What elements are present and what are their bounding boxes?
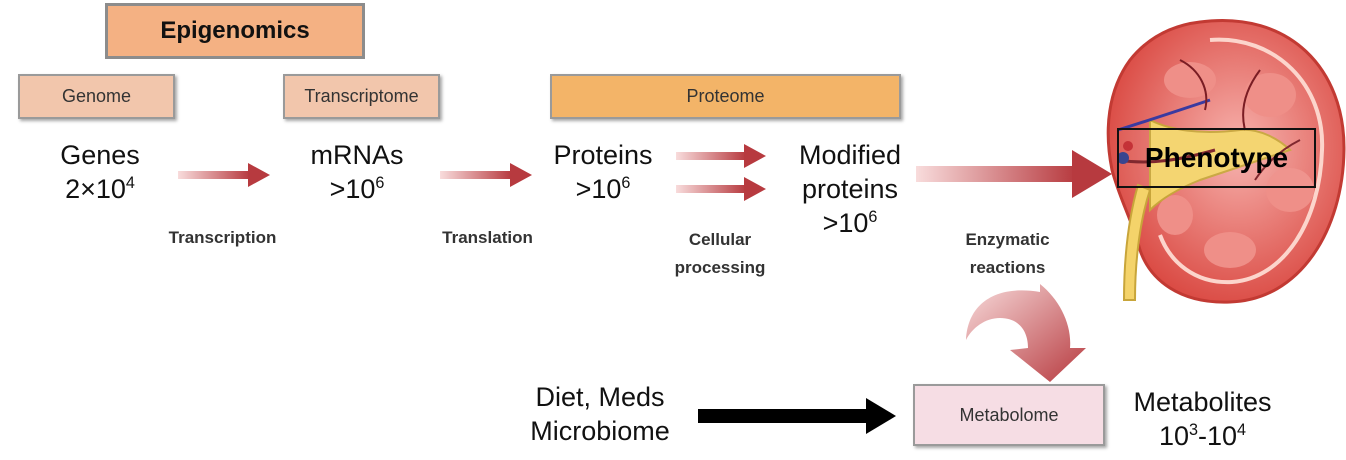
phenotype-box: Phenotype	[1117, 128, 1316, 188]
cellular-line2: processing	[674, 258, 766, 277]
modified-line2: proteins	[801, 174, 899, 204]
modified-proteins-node: Modified proteins >106	[770, 138, 930, 240]
proteome-box: Proteome	[550, 74, 901, 119]
proteins-count: >106	[575, 174, 631, 204]
translation-label: Translation	[442, 228, 533, 247]
processing-arrow-bottom	[676, 177, 766, 201]
transcriptome-label: Transcriptome	[304, 86, 419, 106]
genes-node: Genes 2×104	[30, 138, 170, 206]
cellular-line1: Cellular	[688, 230, 752, 249]
epigenomics-label: Epigenomics	[160, 17, 310, 44]
cellular-processing-label: Cellular processing	[650, 226, 790, 282]
inputs-arrow	[698, 398, 896, 434]
modified-line1: Modified	[798, 140, 902, 170]
transcriptome-box: Transcriptome	[283, 74, 440, 119]
modified-count: >106	[822, 208, 878, 238]
epigenomics-box: Epigenomics	[105, 3, 365, 59]
enzymatic-curved-arrow	[966, 284, 1086, 382]
mrnas-name: mRNAs	[310, 140, 404, 170]
inputs-line2: Microbiome	[530, 416, 670, 446]
genome-box: Genome	[18, 74, 175, 119]
phenotype-arrow	[916, 150, 1112, 198]
inputs-node: Diet, Meds Microbiome	[500, 380, 700, 448]
metabolites-node: Metabolites 103-104	[1110, 385, 1295, 453]
proteins-name: Proteins	[553, 140, 653, 170]
metabolites-count: 103-104	[1158, 421, 1247, 451]
genes-count: 2×104	[65, 174, 135, 204]
mrnas-count: >106	[329, 174, 385, 204]
proteome-label: Proteome	[686, 86, 765, 106]
transcription-label: Transcription	[168, 228, 277, 247]
genome-label: Genome	[61, 86, 132, 106]
enzymatic-line2: reactions	[969, 258, 1046, 277]
enzymatic-line1: Enzymatic	[965, 230, 1050, 249]
metabolites-name: Metabolites	[1133, 387, 1272, 417]
metabolome-label: Metabolome	[959, 404, 1059, 425]
kidney-illustration	[1106, 19, 1346, 304]
phenotype-label: Phenotype	[1144, 142, 1289, 173]
enzymatic-reactions-label: Enzymatic reactions	[940, 226, 1075, 282]
processing-arrow-top	[676, 144, 766, 168]
transcription-arrow	[178, 163, 270, 187]
mrnas-node: mRNAs >106	[287, 138, 427, 206]
genes-name: Genes	[60, 140, 140, 170]
translation-arrow	[440, 163, 532, 187]
metabolome-box: Metabolome	[913, 384, 1105, 446]
inputs-line1: Diet, Meds	[535, 382, 665, 412]
proteins-node: Proteins >106	[533, 138, 673, 206]
